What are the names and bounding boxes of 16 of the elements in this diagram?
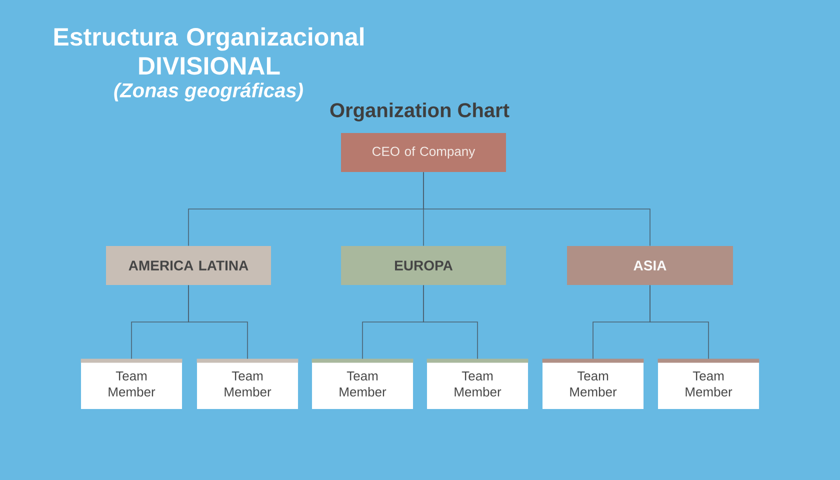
division-box: ASIA [567, 246, 733, 285]
member-box: Team Member [542, 358, 644, 409]
connector-line [650, 284, 709, 360]
division-box: AMERICA LATINA [106, 246, 271, 285]
subtitle: (Zonas geográficas) [114, 82, 303, 102]
title: Estructura Organizacional DIVISIONAL [54, 27, 364, 75]
member-box: Team Member [426, 358, 528, 409]
connector-line [423, 172, 650, 246]
member-box: Team Member [658, 358, 760, 409]
member-box: Team Member [312, 358, 414, 409]
connector-line [423, 284, 478, 360]
member-box: Team Member [80, 358, 182, 409]
division-box: EUROPA [341, 246, 506, 285]
member-box: Team Member [196, 358, 298, 409]
connector-line [188, 284, 248, 360]
position-box: CEO of Company [341, 133, 506, 172]
